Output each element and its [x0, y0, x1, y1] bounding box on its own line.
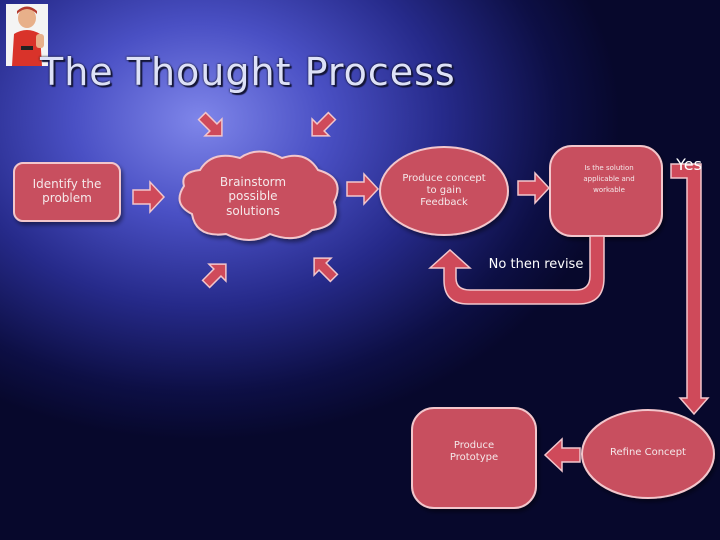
arrow-yes-to-refine — [670, 163, 710, 416]
refine-concept-label: Refine Concept — [610, 447, 686, 458]
decision-box — [549, 145, 663, 237]
arrow-no-revise-uturn — [428, 235, 605, 305]
arrow-identify-to-brainstorm — [132, 180, 166, 214]
arrow-bottom-left-to-cloud — [201, 263, 227, 289]
arrow-top-left-to-cloud — [197, 111, 223, 137]
page-title: The Thought Process — [40, 50, 456, 94]
no-revise-edge-label: No then revise — [488, 257, 584, 272]
brainstorm-label: Brainstorm possible solutions — [219, 175, 287, 218]
produce-concept-label: Produce concept to gain Feedback — [402, 173, 486, 208]
prototype-box — [411, 407, 537, 509]
refine-concept-ellipse — [581, 409, 715, 499]
yes-edge-label: Yes — [676, 155, 702, 174]
arrow-refine-to-prototype — [543, 437, 581, 473]
prototype-label: Produce Prototype — [449, 440, 499, 463]
person-avatar-icon — [6, 4, 48, 66]
brainstorm-cloud — [178, 150, 339, 241]
produce-concept-ellipse — [379, 146, 509, 236]
arrow-bottom-right-to-cloud — [313, 257, 339, 283]
arrow-concept-to-decision — [517, 171, 551, 205]
arrow-top-right-to-cloud — [311, 111, 337, 137]
decision-label: Is the solution applicable and workable — [583, 164, 635, 194]
identify-problem-box — [13, 162, 121, 222]
arrow-brainstorm-to-concept — [346, 172, 380, 206]
identify-problem-label: Identify the problem — [32, 177, 102, 206]
